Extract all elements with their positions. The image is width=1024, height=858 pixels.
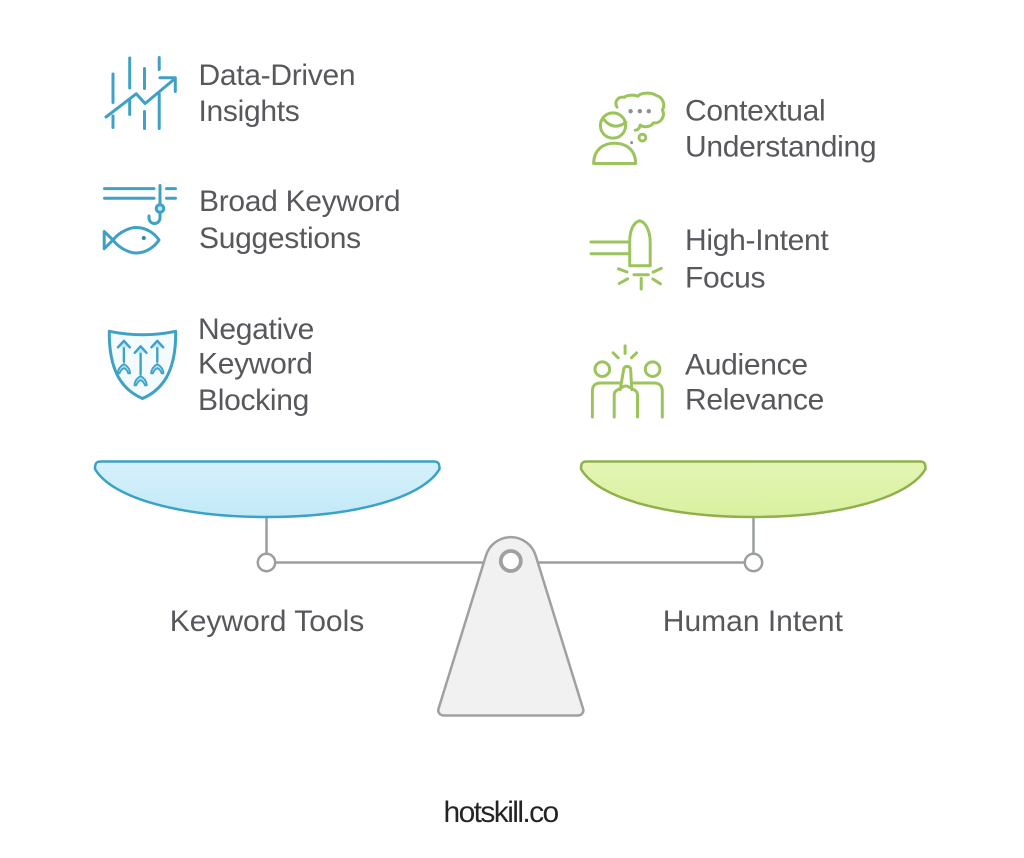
svg-text:hotskill.co: hotskill.co xyxy=(444,796,559,829)
svg-text:Keyword Tools: Keyword Tools xyxy=(170,605,365,638)
svg-text:Insights: Insights xyxy=(199,95,300,128)
svg-text:Data-Driven: Data-Driven xyxy=(199,59,356,92)
svg-text:High-Intent: High-Intent xyxy=(685,224,829,257)
svg-text:Broad Keyword: Broad Keyword xyxy=(199,185,400,218)
svg-text:Audience: Audience xyxy=(685,349,808,382)
svg-text:Relevance: Relevance xyxy=(685,384,824,417)
svg-text:Understanding: Understanding xyxy=(685,131,876,164)
svg-text:Focus: Focus xyxy=(685,262,765,295)
svg-text:Human Intent: Human Intent xyxy=(663,605,844,638)
svg-text:Keyword: Keyword xyxy=(198,348,313,381)
svg-text:Suggestions: Suggestions xyxy=(199,222,361,255)
svg-text:Negative: Negative xyxy=(198,313,314,346)
svg-text:Blocking: Blocking xyxy=(198,384,309,417)
svg-text:Contextual: Contextual xyxy=(685,95,825,128)
